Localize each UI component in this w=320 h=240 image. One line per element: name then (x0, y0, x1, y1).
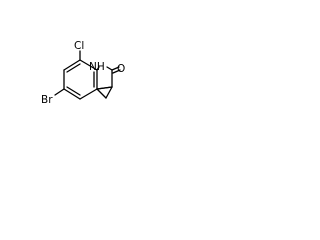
cyclopropane-ring (96, 86, 113, 99)
bond (105, 86, 113, 99)
bond (79, 88, 98, 100)
structure-diagram: Cl NH O Br (41, 40, 125, 106)
bond (96, 88, 107, 99)
bond (79, 59, 98, 71)
bond (106, 66, 113, 71)
carbonyl-oxygen-label: O (117, 63, 125, 75)
benzene-ring (63, 59, 98, 100)
chlorine-label: Cl (74, 40, 84, 52)
carbonyl-bond (111, 66, 120, 71)
bond (63, 59, 81, 71)
bond (96, 66, 100, 71)
bond-c-br (54, 88, 65, 96)
amide-nitrogen-label: NH (89, 61, 105, 73)
carbonyl-bond (112, 69, 121, 74)
bond (63, 88, 81, 100)
bromine-label: Br (41, 94, 53, 106)
bond (96, 86, 113, 90)
double-bond-inner (66, 63, 81, 73)
double-bond-inner (66, 86, 81, 96)
